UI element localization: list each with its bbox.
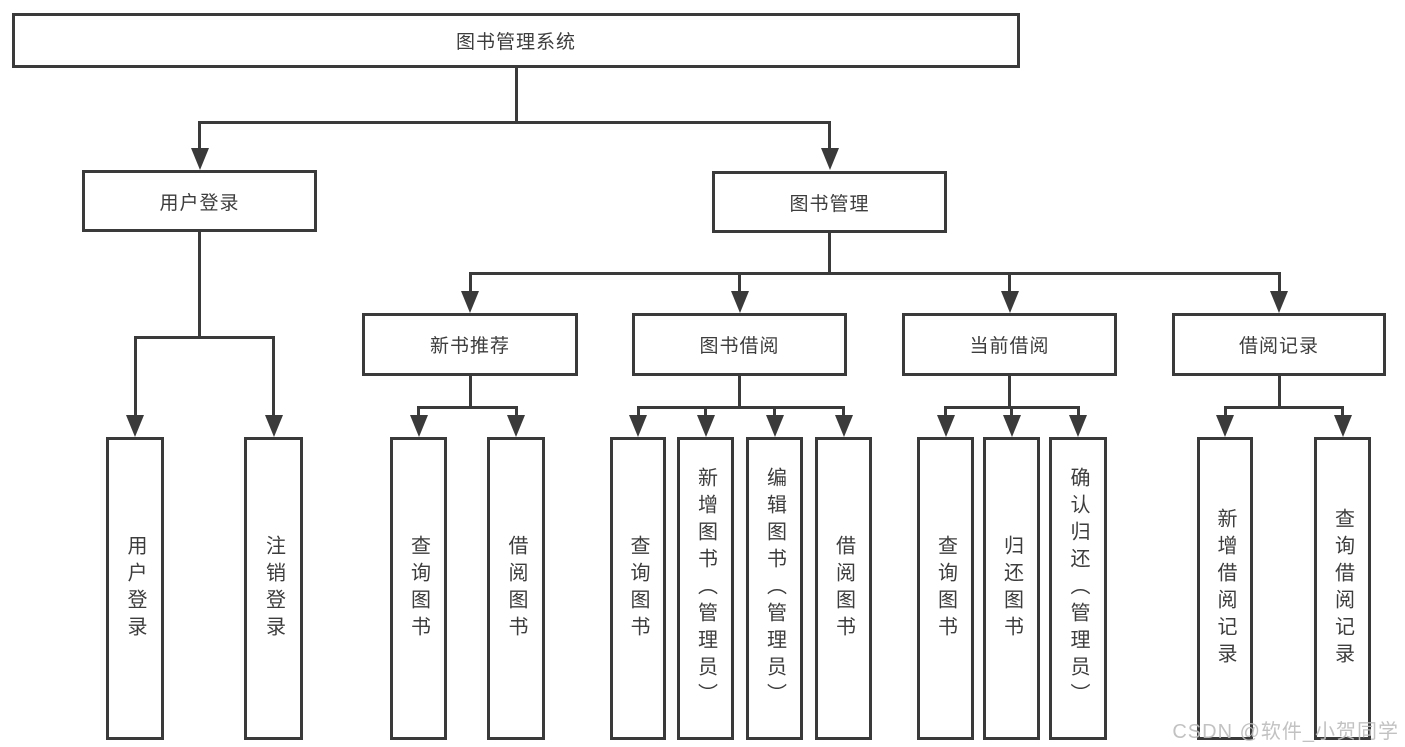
connector-drop-leaf-query-book-2 <box>636 406 640 419</box>
node-leaf-query-book-2: 查询图书 <box>610 437 666 740</box>
connector-drop-leaf-query-book-1 <box>417 406 420 419</box>
node-book-management: 图书管理 <box>712 171 947 233</box>
connector-arrowhead-leaf-query-borrow-record <box>1333 415 1352 437</box>
node-label-leaf-add-borrow-record: 新增借阅记录 <box>1214 507 1236 670</box>
node-label-leaf-return-book: 归还图书 <box>1000 534 1023 643</box>
node-book-borrowing: 图书借阅 <box>632 313 847 376</box>
node-label-leaf-query-book-3: 查询图书 <box>934 534 957 643</box>
connector-drop-leaf-confirm-return <box>1076 406 1080 419</box>
connector-drop-leaf-borrow-book-1 <box>514 406 518 419</box>
node-label-leaf-edit-book: 编辑图书（管理员） <box>763 467 786 710</box>
node-label-leaf-user-login: 用户登录 <box>124 534 146 643</box>
connector-arrowhead-book-borrowing <box>730 291 749 313</box>
node-root: 图书管理系统 <box>12 13 1020 68</box>
connector-arrowhead-leaf-user-login <box>126 415 144 437</box>
connector-drop-book-borrowing <box>738 272 741 295</box>
connector-arrowhead-borrowing-records <box>1270 291 1288 313</box>
node-leaf-logout: 注销登录 <box>244 437 303 740</box>
node-label-leaf-add-book: 新增图书（管理员） <box>694 467 717 710</box>
connector-drop-leaf-user-login <box>133 336 137 419</box>
connector-rail-book-management <box>468 272 1281 275</box>
connector-arrowhead-leaf-add-book <box>696 415 715 437</box>
node-leaf-add-borrow-record: 新增借阅记录 <box>1197 437 1253 740</box>
connector-drop-leaf-query-book-3 <box>944 406 947 419</box>
node-leaf-query-book-3: 查询图书 <box>917 437 974 740</box>
connector-stem-book-borrowing <box>738 376 741 409</box>
connector-arrowhead-leaf-confirm-return <box>1069 415 1087 437</box>
connector-arrowhead-leaf-query-book-2 <box>629 415 647 437</box>
connector-drop-leaf-query-borrow-record <box>1341 406 1344 419</box>
connector-arrowhead-new-book-recommend <box>461 291 479 313</box>
connector-drop-user-login <box>198 121 201 152</box>
node-label-user-login: 用户登录 <box>159 192 240 214</box>
node-leaf-query-borrow-record: 查询借阅记录 <box>1314 437 1371 740</box>
connector-rail-root <box>198 121 831 124</box>
node-user-login: 用户登录 <box>82 170 317 232</box>
connector-stem-book-management <box>828 233 831 275</box>
node-label-leaf-query-borrow-record: 查询借阅记录 <box>1331 507 1354 670</box>
connector-drop-leaf-logout <box>272 336 275 419</box>
connector-arrowhead-leaf-logout <box>264 415 283 437</box>
connector-arrowhead-leaf-return-book <box>1002 415 1021 437</box>
node-leaf-edit-book: 编辑图书（管理员） <box>746 437 803 740</box>
watermark: CSDN @软件_小贺同学 <box>1172 721 1399 743</box>
node-label-borrowing-records: 借阅记录 <box>1238 336 1319 357</box>
node-label-root: 图书管理系统 <box>455 32 576 53</box>
node-label-book-borrowing: 图书借阅 <box>699 336 780 357</box>
node-label-leaf-confirm-return: 确认归还（管理员） <box>1067 467 1089 710</box>
node-leaf-user-login: 用户登录 <box>106 437 164 740</box>
connector-rail-new-book-recommend <box>417 406 518 409</box>
connector-drop-leaf-add-book <box>704 406 707 419</box>
connector-arrowhead-current-borrowing <box>1000 291 1019 313</box>
connector-arrowhead-leaf-query-book-1 <box>409 415 428 437</box>
node-label-new-book-recommend: 新书推荐 <box>429 336 510 357</box>
connector-drop-leaf-edit-book <box>773 406 776 419</box>
connector-arrowhead-book-management <box>820 148 839 170</box>
connector-stem-current-borrowing <box>1008 376 1011 409</box>
connector-drop-leaf-return-book <box>1010 406 1013 419</box>
node-borrowing-records: 借阅记录 <box>1172 313 1386 376</box>
node-leaf-return-book: 归还图书 <box>983 437 1040 740</box>
node-label-leaf-query-book-2: 查询图书 <box>627 534 649 643</box>
connector-arrowhead-leaf-borrow-book-1 <box>507 415 525 437</box>
node-leaf-query-book-1: 查询图书 <box>390 437 447 740</box>
connector-drop-current-borrowing <box>1008 272 1011 295</box>
node-current-borrowing: 当前借阅 <box>902 313 1117 376</box>
node-label-book-management: 图书管理 <box>789 193 870 215</box>
connector-drop-new-book-recommend <box>468 272 472 295</box>
connector-stem-user-login <box>198 232 201 339</box>
node-label-leaf-query-book-1: 查询图书 <box>407 534 430 643</box>
node-label-current-borrowing: 当前借阅 <box>969 336 1050 357</box>
node-label-leaf-borrow-book-1: 借阅图书 <box>505 534 527 643</box>
connector-drop-leaf-borrow-book-2 <box>842 406 845 419</box>
node-leaf-borrow-book-1: 借阅图书 <box>487 437 545 740</box>
connector-arrowhead-leaf-query-book-3 <box>936 415 955 437</box>
connector-rail-book-borrowing <box>636 406 845 409</box>
node-new-book-recommend: 新书推荐 <box>362 313 578 376</box>
node-label-leaf-borrow-book-2: 借阅图书 <box>832 534 855 643</box>
connector-stem-borrowing-records <box>1277 376 1281 409</box>
connector-arrowhead-leaf-edit-book <box>765 415 784 437</box>
connector-arrowhead-user-login <box>190 148 209 170</box>
connector-drop-book-management <box>828 121 831 152</box>
connector-stem-root <box>514 68 518 124</box>
node-label-leaf-logout: 注销登录 <box>262 534 285 643</box>
connector-arrowhead-leaf-borrow-book-2 <box>834 415 853 437</box>
connector-rail-borrowing-records <box>1223 406 1344 409</box>
node-leaf-borrow-book-2: 借阅图书 <box>815 437 872 740</box>
connector-rail-user-login <box>133 336 275 339</box>
connector-arrowhead-leaf-add-borrow-record <box>1216 415 1234 437</box>
node-leaf-add-book: 新增图书（管理员） <box>677 437 734 740</box>
connector-stem-new-book-recommend <box>468 376 472 409</box>
node-leaf-confirm-return: 确认归还（管理员） <box>1049 437 1107 740</box>
connector-drop-borrowing-records <box>1277 272 1281 295</box>
connector-drop-leaf-add-borrow-record <box>1223 406 1227 419</box>
